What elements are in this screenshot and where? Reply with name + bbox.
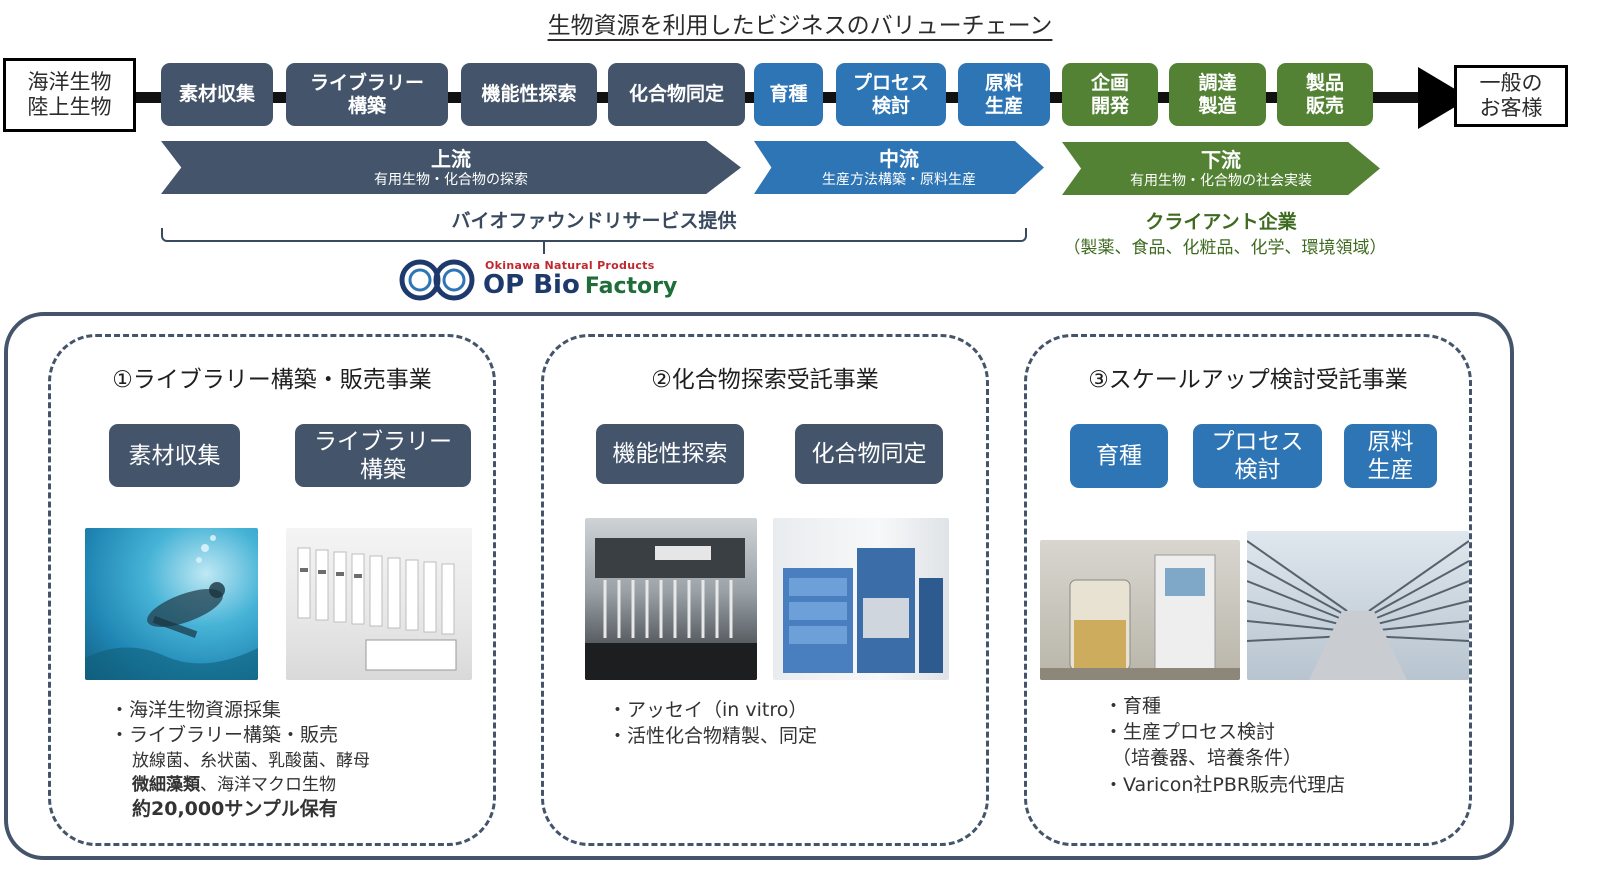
source-box: 海洋生物 陸上生物 [3,58,136,132]
section-2-title: ②化合物探索受託事業 [651,367,879,393]
bullet-3-4: ・Varicon社PBR販売代理店 [1104,774,1346,796]
service-label: バイオファウンドリサービス提供 [451,209,737,232]
service-brace [161,228,1027,242]
pill-compound-identification: 化合物同定 [795,424,943,484]
section-3-title: ③スケールアップ検討受託事業 [1088,367,1408,393]
stage-upstream-subtitle: 有用生物・化合物の探索 [374,171,528,188]
logo-factory: Factory [584,274,678,299]
pill-function-screening: 機能性探索 [596,424,744,484]
stage-downstream-subtitle: 有用生物・化合物の社会実装 [1130,172,1312,189]
bullet-1-2: ・ライブラリー構築・販売 [110,724,339,746]
bullet-1-5: 約20,000サンプル保有 [132,798,338,820]
sample-vials-photo [286,528,472,680]
bullet-2-1: ・アッセイ（in vitro） [608,699,808,721]
stage-midstream-subtitle: 生産方法構築・原料生産 [822,171,976,188]
step-library-construction: ライブラリー 構築 [286,63,448,126]
stage-downstream: 下流 有用生物・化合物の社会実装 [1062,142,1380,195]
step-raw-material-production: 原料 生産 [958,63,1050,126]
step-product-sales: 製品 販売 [1277,63,1373,126]
bullet-3-1: ・育種 [1104,695,1162,717]
step-process-study: プロセス 検討 [836,63,946,126]
service-brace-tip [543,240,545,254]
stage-downstream-title: 下流 [1201,147,1241,172]
bullet-1-1: ・海洋生物資源採集 [110,699,282,721]
step-breeding: 育種 [754,63,823,126]
pill-material-collection: 素材収集 [109,424,240,487]
step-procurement-manufacturing: 調達 製造 [1169,63,1266,126]
step-function-screening: 機能性探索 [461,63,597,126]
stage-upstream-title: 上流 [431,146,471,171]
pill-library-construction: ライブラリー 構築 [295,424,471,487]
client-title: クライアント企業 [1145,210,1297,233]
bullet-3-2: ・生産プロセス検討 [1104,721,1276,743]
bioreactor-photo [1040,540,1240,680]
lcms-instrument-photo [773,518,949,680]
step-planning-development: 企画 開発 [1062,63,1158,126]
bullet-1-4-bold: 微細藻類 [132,775,200,795]
stage-upstream: 上流 有用生物・化合物の探索 [161,141,741,194]
stage-midstream: 中流 生産方法構築・原料生産 [754,141,1044,194]
pill-raw-material-production: 原料 生産 [1344,424,1437,488]
step-material-collection: 素材収集 [161,63,273,126]
logo-wordmark: OP Bio Factory [483,270,677,300]
diver-underwater-photo [85,528,258,680]
bullet-1-3: 放線菌、糸状菌、乳酸菌、酵母 [132,751,370,771]
step-compound-identification: 化合物同定 [608,63,745,126]
logo-op-bio: OP Bio [483,270,580,300]
section-compound-business [541,334,989,846]
bullet-3-3: （培養器、培養条件） [1112,747,1303,769]
section-library-business [48,334,496,846]
client-subtitle: （製薬、食品、化粧品、化学、環境領域） [1063,237,1387,258]
assay-plate-photo [585,518,757,680]
page-title: 生物資源を利用したビジネスのバリューチェーン [547,13,1053,39]
stage-midstream-title: 中流 [879,146,919,171]
logo-tagline: Okinawa Natural Products [485,259,655,272]
op-bio-factory-logo-mark [398,258,478,302]
business-panel [4,312,1514,860]
customer-box: 一般の お客様 [1454,65,1568,127]
bullet-1-4: 微細藻類、海洋マクロ生物 [132,773,336,798]
pill-breeding: 育種 [1070,424,1168,488]
pill-process-study: プロセス 検討 [1193,424,1322,488]
section-1-title: ①ライブラリー構築・販売事業 [112,367,432,393]
photobioreactor-greenhouse-photo [1247,531,1469,680]
section-scaleup-business [1024,334,1472,846]
bullet-1-4-rest: 、海洋マクロ生物 [200,775,336,795]
bullet-2-2: ・活性化合物精製、同定 [608,725,818,747]
